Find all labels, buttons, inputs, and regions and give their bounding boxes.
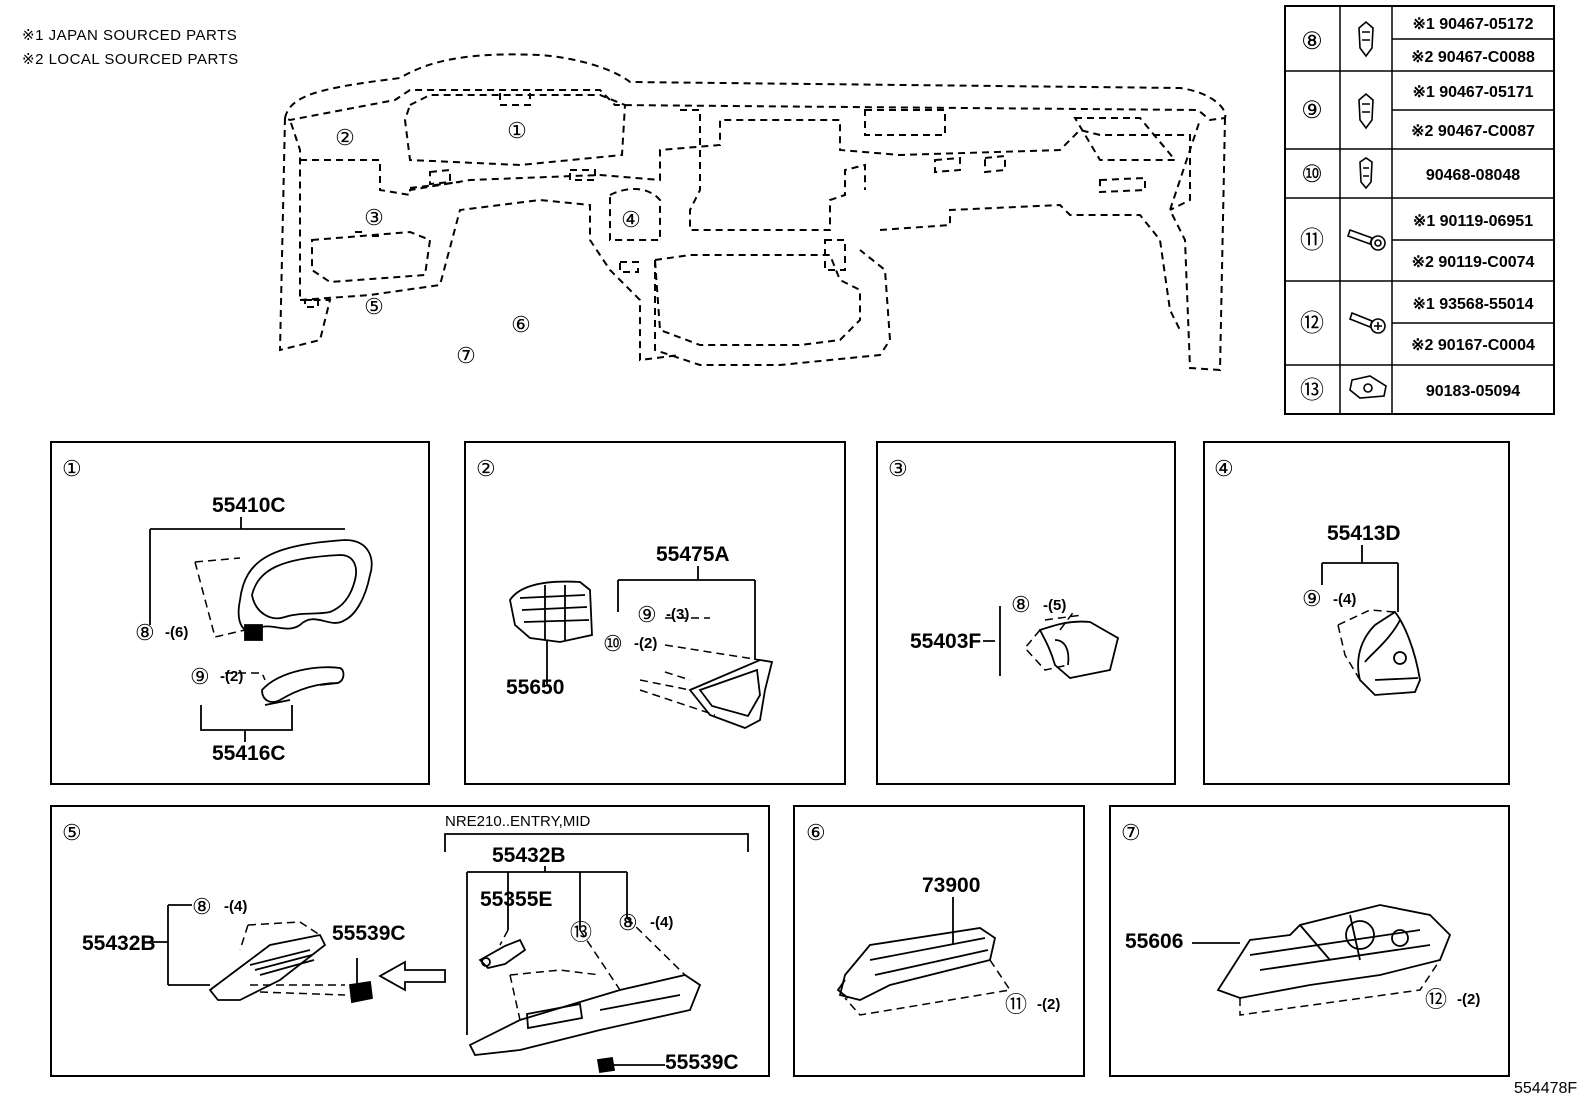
panel-7-frame <box>1109 805 1510 1077</box>
callout-qty: -(2) <box>1037 996 1060 1013</box>
panel-1-content: 55410C 55416C ⑧ -(6) ⑨ -(2) <box>135 494 373 765</box>
part-55606: 55606 <box>1125 930 1183 953</box>
callout-qty: -(2) <box>1457 991 1480 1008</box>
overview-label-3: ③ <box>364 205 384 230</box>
callout-8: ⑧ <box>135 620 155 645</box>
panel-1-label: ① <box>62 456 82 481</box>
table-part-8-jp: ※1 90467-05172 <box>1412 16 1533 33</box>
callout-qty: -(3) <box>666 606 689 623</box>
callout-10: ⑩ <box>603 631 623 656</box>
callout-9: ⑨ <box>1302 586 1322 611</box>
panel-3-label: ③ <box>888 456 908 481</box>
applicability-note: NRE210..ENTRY,MID <box>445 813 590 830</box>
table-ref-11: ⑪ <box>1300 227 1324 254</box>
table-part-10: 90468-08048 <box>1426 167 1520 184</box>
overview-label-2: ② <box>335 125 355 150</box>
callout-9: ⑨ <box>190 664 210 689</box>
panel-2-content: 55475A 55650 ⑨ -(3) ⑩ -(2) <box>506 543 774 729</box>
panel-4-label: ④ <box>1214 456 1234 481</box>
panel-7-label: ⑦ <box>1121 820 1141 845</box>
table-part-12-jp: ※1 93568-55014 <box>1412 296 1533 313</box>
part-55416C: 55416C <box>212 742 286 765</box>
callout-qty: -(2) <box>220 668 243 685</box>
table-part-13: 90183-05094 <box>1426 383 1520 400</box>
table-ref-10: ⑩ <box>1301 161 1323 188</box>
table-ref-9: ⑨ <box>1301 97 1323 124</box>
callout-qty: -(4) <box>224 898 247 915</box>
note-local-sourced: ※2 LOCAL SOURCED PARTS <box>22 51 239 68</box>
callout-8: ⑧ <box>192 894 212 919</box>
clip-icon <box>1358 92 1374 130</box>
panel-6-content: 73900 ⑪ -(2) <box>836 874 1060 1017</box>
table-part-8-local: ※2 90467-C0088 <box>1411 49 1535 66</box>
part-55410C: 55410C <box>212 494 286 517</box>
part-55539C-bottom: 55539C <box>665 1051 739 1074</box>
diagram-code: 554478F <box>1514 1080 1577 1097</box>
bolt-icon <box>1346 228 1386 251</box>
part-55403F: 55403F <box>910 630 981 653</box>
table-part-12-local: ※2 90167-C0004 <box>1411 337 1535 354</box>
panel-6-frame <box>793 805 1085 1077</box>
callout-qty: -(4) <box>1333 591 1356 608</box>
panel-2-frame <box>464 441 846 785</box>
panel-7-content: 55606 ⑫ -(2) <box>1125 904 1480 1016</box>
callout-qty: -(6) <box>165 624 188 641</box>
table-ref-12: ⑫ <box>1300 310 1324 337</box>
overview-label-6: ⑥ <box>511 312 531 337</box>
clip-icon <box>1359 157 1373 190</box>
panel-1-frame <box>50 441 430 785</box>
panel-5-label: ⑤ <box>62 820 82 845</box>
table-part-11-local: ※2 90119-C0074 <box>1412 254 1535 271</box>
table-part-11-jp: ※1 90119-06951 <box>1413 213 1533 230</box>
callout-qty: -(4) <box>650 914 673 931</box>
callout-12: ⑫ <box>1425 987 1447 1012</box>
panel-3-content: 55403F ⑧ -(5) <box>910 592 1120 679</box>
table-part-9-jp: ※1 90467-05171 <box>1412 84 1533 101</box>
clip-icon <box>1358 20 1374 58</box>
callout-9: ⑨ <box>637 602 657 627</box>
part-73900: 73900 <box>922 874 980 897</box>
part-55650: 55650 <box>506 676 564 699</box>
screw-icon <box>1349 311 1386 334</box>
callout-qty: -(2) <box>634 635 657 652</box>
table-part-9-local: ※2 90467-C0087 <box>1411 123 1535 140</box>
callout-8: ⑧ <box>1011 592 1031 617</box>
table-ref-13: ⑬ <box>1300 377 1324 404</box>
overview-label-5: ⑤ <box>364 294 384 319</box>
part-55432B-left: 55432B <box>82 932 156 955</box>
overview-label-4: ④ <box>621 207 641 232</box>
overview-label-7: ⑦ <box>456 343 476 368</box>
overview-region-labels: ① ② ③ ④ ⑤ ⑥ ⑦ <box>335 118 641 368</box>
callout-13: ⑬ <box>570 920 592 945</box>
table-ref-8: ⑧ <box>1301 28 1323 55</box>
part-55413D: 55413D <box>1327 522 1401 545</box>
fastener-table: ⑧ ⑨ ⑩ ⑪ ⑫ ⑬ ※1 90467-05172 ※2 90467-C008… <box>1284 5 1555 415</box>
panel-3-frame <box>876 441 1176 785</box>
callout-qty: -(5) <box>1043 597 1066 614</box>
note-japan-sourced: ※1 JAPAN SOURCED PARTS <box>22 27 238 44</box>
panel-2-label: ② <box>476 456 496 481</box>
overview-label-1: ① <box>507 118 527 143</box>
part-55539C-top: 55539C <box>332 922 406 945</box>
callout-11: ⑪ <box>1005 992 1027 1017</box>
part-55355E: 55355E <box>480 888 552 911</box>
panel-6-label: ⑥ <box>806 820 826 845</box>
instrument-panel-overview <box>278 53 1227 372</box>
panel-4-content: 55413D ⑨ -(4) <box>1302 522 1421 696</box>
part-55432B-right: 55432B <box>492 844 566 867</box>
nut-icon <box>1349 375 1387 399</box>
panel-5-content: NRE210..ENTRY,MID 55432B 55355E 55539C 5… <box>82 813 749 1074</box>
part-55475A: 55475A <box>656 543 730 566</box>
panel-5-frame <box>50 805 770 1077</box>
callout-8: ⑧ <box>618 910 638 935</box>
panel-4-frame <box>1203 441 1510 785</box>
